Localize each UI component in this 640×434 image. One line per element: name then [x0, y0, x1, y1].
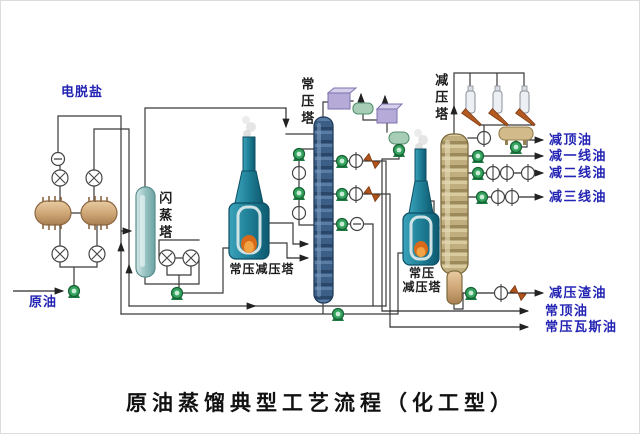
- output-label-atm-top-oil: 常顶油: [545, 303, 589, 318]
- exchanger-icon: [348, 184, 364, 204]
- electric-desalting-label: 电脱盐: [61, 84, 104, 99]
- output-label-atm-gas-oil: 常压瓦斯油: [545, 319, 618, 334]
- vacuum-tower-vessel: [440, 133, 469, 305]
- condenser-box-1: [326, 87, 358, 110]
- furnace2-label-line1: 常压: [408, 266, 435, 280]
- exchanger-icon: [499, 163, 515, 183]
- exchanger-icon: [51, 169, 69, 187]
- flash-tower-label: 闪蒸塔: [157, 191, 173, 242]
- condenser-box-2: [375, 103, 404, 124]
- ejector-train: [461, 85, 537, 128]
- desalter-drum-1: [34, 196, 72, 230]
- pump-icon: [335, 217, 349, 232]
- flash-tower-vessel: [135, 186, 156, 278]
- exchanger-icon: [182, 249, 200, 267]
- exchanger-icon: [493, 283, 509, 303]
- furnace1-label: 常压减压塔: [229, 262, 295, 276]
- exchanger-icon: [291, 203, 307, 223]
- atmospheric-tower-vessel: [313, 116, 334, 304]
- pump-icon: [335, 154, 349, 169]
- pump-icon: [475, 190, 489, 205]
- exchanger-icon: [51, 245, 69, 263]
- exchanger-icon: [520, 163, 536, 183]
- exchanger-icon: [490, 187, 506, 207]
- output-label-vac-1st-side-oil: 减一线油: [549, 148, 608, 163]
- pump-icon: [509, 140, 523, 155]
- atmospheric-tower-label: 常压塔: [299, 77, 315, 128]
- output-label-vac-2nd-side-oil: 减二线油: [549, 165, 608, 180]
- exchanger-icon: [348, 151, 364, 171]
- reflux-drum-1: [352, 102, 374, 115]
- output-label-vac-residue: 减压渣油: [549, 285, 608, 300]
- pump-icon: [335, 187, 349, 202]
- pump-icon: [170, 286, 184, 301]
- mixer-icon: [50, 151, 66, 167]
- crude-oil-label: 原油: [29, 294, 58, 309]
- exchanger-icon: [476, 128, 492, 148]
- furnace-2: [402, 129, 440, 266]
- pump-icon: [292, 147, 306, 162]
- output-label-vac-top-oil: 减顶油: [549, 132, 593, 147]
- desalter-drum-2: [80, 196, 118, 230]
- exchanger-icon: [291, 163, 307, 183]
- pump-icon: [392, 143, 406, 158]
- exchanger-icon: [85, 169, 103, 187]
- pump-icon: [471, 149, 485, 164]
- exchanger-icon: [504, 187, 520, 207]
- furnace2-label-line2: 减压塔: [402, 280, 442, 294]
- vacuum-tower-label: 减压塔: [433, 73, 449, 124]
- output-label-vac-3rd-side-oil: 减三线油: [549, 189, 608, 204]
- furnace-1: [228, 116, 270, 260]
- pump-icon: [464, 286, 478, 301]
- exchanger-icon: [88, 245, 106, 263]
- pump-icon: [292, 186, 306, 201]
- pump-icon: [471, 166, 485, 181]
- exchanger-icon: [158, 249, 176, 267]
- exchanger-icon: [349, 216, 365, 232]
- pump-icon: [67, 284, 81, 299]
- reflux-drum-2: [388, 131, 410, 145]
- diagram-title: 原油蒸馏典型工艺流程（化工型）: [126, 390, 516, 415]
- exchanger-icon: [485, 163, 501, 183]
- pump-icon: [331, 307, 345, 322]
- hotwell-drum: [498, 126, 534, 145]
